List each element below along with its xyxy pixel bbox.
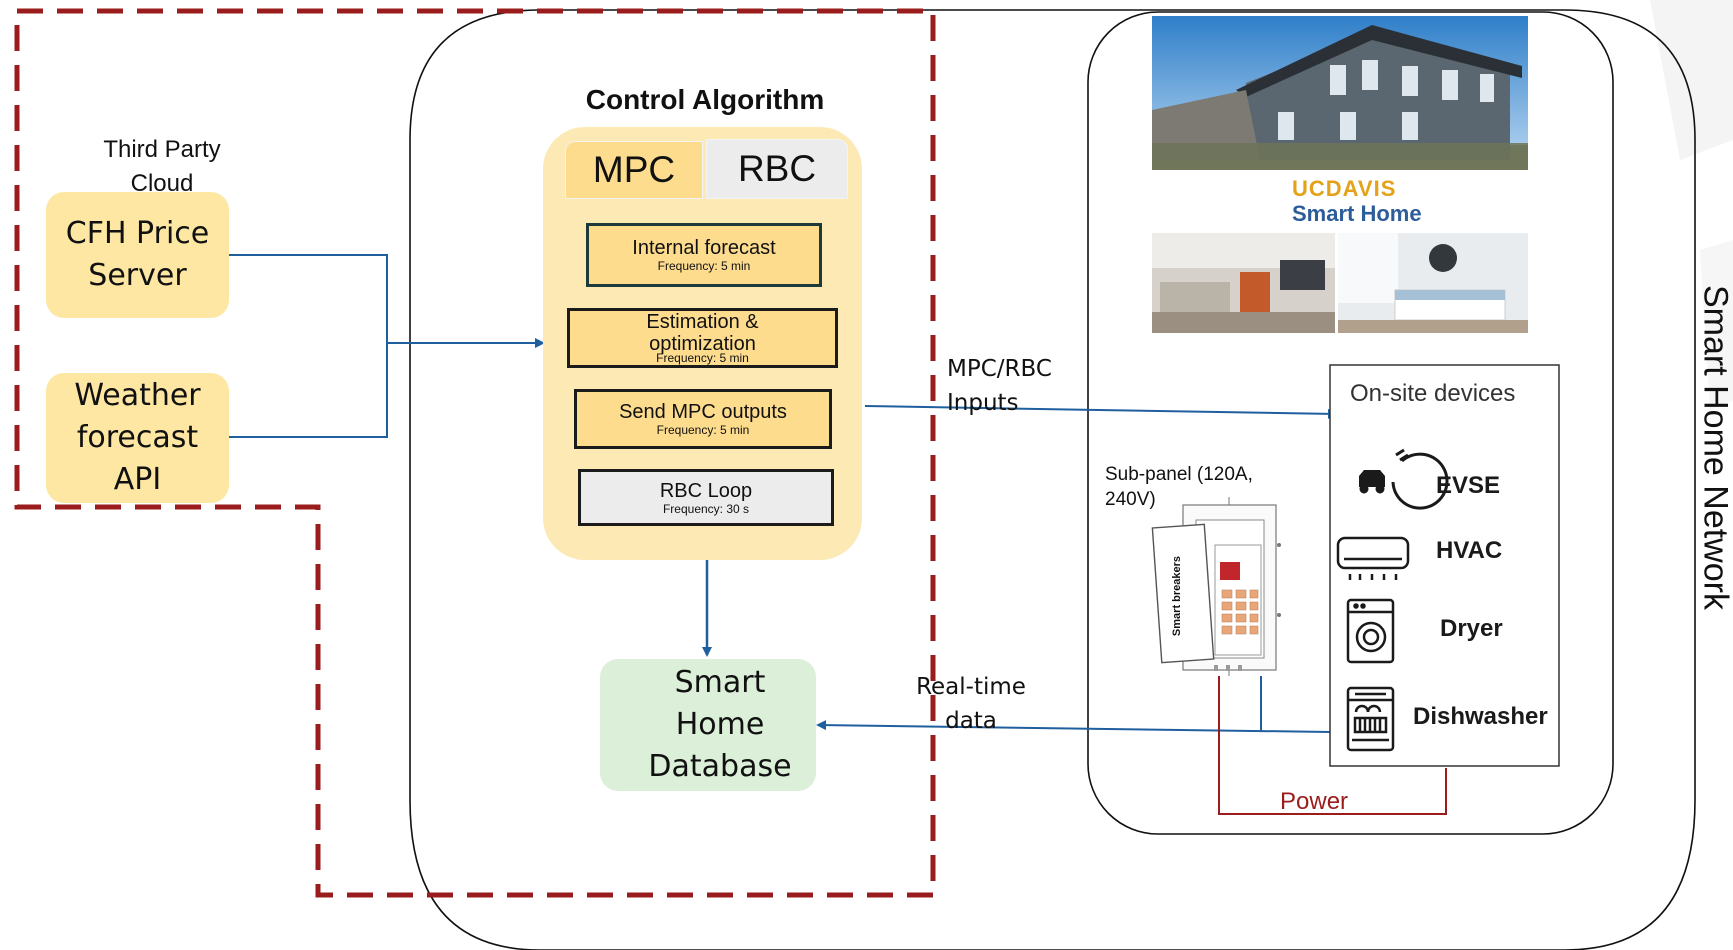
- device-dryer: Dryer: [1440, 615, 1503, 642]
- on-site-devices-title: On-site devices: [1350, 380, 1516, 407]
- power-line: [1218, 676, 1447, 815]
- step-title: Internal forecast: [632, 237, 776, 259]
- weather-forecast-api-box: Weather forecast API: [46, 373, 229, 503]
- step-rbc-loop: RBC Loop Frequency: 30 s: [578, 469, 834, 526]
- step-internal-forecast: Internal forecast Frequency: 5 min: [586, 223, 822, 287]
- step-frequency: Frequency: 30 s: [662, 501, 750, 516]
- brand-banner: [1152, 171, 1528, 233]
- smart-home-database-box: Smart Home Database: [600, 659, 816, 791]
- step-estimation-optimization: Estimation & optimization Frequency: 5 m…: [567, 308, 838, 368]
- control-algorithm-title: Control Algorithm: [585, 84, 825, 115]
- step-send-mpc-outputs: Send MPC outputs Frequency: 5 min: [574, 389, 832, 449]
- database-label: Smart Home Database: [648, 665, 792, 784]
- real-time-data-arrow: [816, 720, 1331, 733]
- tab-mpc[interactable]: MPC: [565, 141, 703, 199]
- real-time-data-label: Real-time data: [916, 674, 1026, 734]
- interior-photos: [1152, 233, 1528, 333]
- power-label: Power: [1280, 788, 1349, 815]
- dishwasher-icon: [1346, 686, 1395, 752]
- device-hvac: HVAC: [1436, 537, 1503, 564]
- smart-home-frame: [1087, 11, 1614, 835]
- dryer-icon: [1346, 598, 1395, 664]
- tab-rbc[interactable]: RBC: [706, 139, 848, 199]
- smart-home-network-label: Smart Home Network: [1696, 285, 1733, 610]
- smart-home-photo: [1152, 16, 1528, 170]
- step-title: RBC Loop: [659, 479, 753, 502]
- smart-home-network-frame: [409, 9, 1696, 950]
- cfh-price-server-box: CFH Price Server: [46, 192, 229, 318]
- third-party-cloud-label: Third Party Cloud: [103, 136, 221, 197]
- cloud-connector: [229, 254, 388, 438]
- step-frequency: Frequency: 5 min: [657, 259, 751, 273]
- decorative-shape: [1650, 0, 1733, 160]
- subpanel-illustration: [1151, 497, 1281, 676]
- step-frequency: Frequency: 5 min: [656, 351, 749, 365]
- brand-top: UCDAVIS: [1292, 176, 1397, 201]
- air-conditioner-icon: [1336, 536, 1410, 580]
- mpc-inputs-arrow: [864, 405, 1338, 419]
- smart-breakers-label: Smart breakers: [1171, 555, 1183, 637]
- mpc-rbc-inputs-label: MPC/RBC Inputs: [947, 356, 1052, 416]
- step-title: Send MPC outputs: [619, 401, 787, 423]
- step-frequency: Frequency: 5 min: [656, 423, 750, 437]
- ev-charger-icon: [1359, 448, 1449, 510]
- device-evse: EVSE: [1436, 472, 1501, 499]
- step-title: Estimation & optimization: [646, 311, 759, 355]
- subpanel-label: Sub-panel (120A, 240V): [1105, 464, 1253, 510]
- cloud-boundary-dashed: [14, 8, 936, 898]
- decorative-shape: [1700, 240, 1733, 410]
- brand-bottom: Smart Home: [1292, 201, 1422, 226]
- device-dishwasher: Dishwasher: [1413, 703, 1548, 730]
